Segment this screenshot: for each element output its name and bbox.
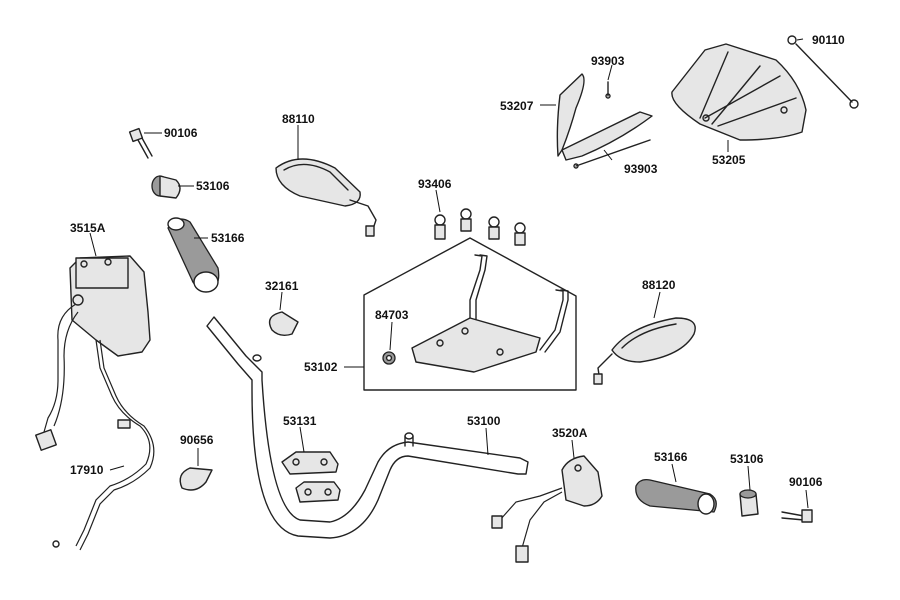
label-53166-left: 53166 xyxy=(211,231,245,245)
label-53207: 53207 xyxy=(500,99,534,113)
label-90106-right: 90106 xyxy=(789,475,823,489)
bracket-assembly-box xyxy=(363,237,577,391)
label-88120: 88120 xyxy=(642,278,676,292)
label-32161: 32161 xyxy=(265,279,299,293)
mirror-left-88110 xyxy=(275,158,377,237)
label-93406: 93406 xyxy=(418,177,452,191)
label-53131: 53131 xyxy=(283,414,317,428)
label-84703: 84703 xyxy=(375,308,409,322)
bar-end-53106-right xyxy=(739,489,759,517)
leader-lines xyxy=(89,38,809,509)
label-93903-top: 93903 xyxy=(591,54,625,68)
label-53106-right: 53106 xyxy=(730,452,764,466)
part-labels: 90110 93903 53207 93903 53205 90106 8811… xyxy=(70,33,845,489)
windscreen-53205 xyxy=(671,43,807,141)
handlebar-part xyxy=(206,316,529,539)
label-90106-left: 90106 xyxy=(164,126,198,140)
clamp-90656 xyxy=(179,467,213,491)
grip-53166-right xyxy=(635,478,717,515)
bolt-set-93406 xyxy=(434,208,526,246)
label-3520A: 3520A xyxy=(552,426,588,440)
label-53166-right: 53166 xyxy=(654,450,688,464)
label-93903-bottom: 93903 xyxy=(624,162,658,176)
cowl-53207 xyxy=(556,73,653,169)
label-3515A: 3515A xyxy=(70,221,106,235)
label-90656: 90656 xyxy=(180,433,214,447)
bolt-90106-right xyxy=(781,509,813,523)
grip-53166-left xyxy=(167,217,220,293)
label-53102: 53102 xyxy=(304,360,338,374)
switch-3520A xyxy=(491,455,603,563)
label-90110: 90110 xyxy=(812,33,845,47)
label-53106-left: 53106 xyxy=(196,179,230,193)
label-17910: 17910 xyxy=(70,463,104,477)
label-53205: 53205 xyxy=(712,153,746,167)
clamp-32161 xyxy=(268,311,299,337)
screws-small xyxy=(605,35,859,109)
mirror-right-88120 xyxy=(593,317,696,385)
label-88110: 88110 xyxy=(282,112,315,126)
label-53100: 53100 xyxy=(467,414,501,428)
bolt-90106-left xyxy=(128,127,153,159)
master-cylinder-3515A xyxy=(35,255,155,551)
bar-end-53106-left xyxy=(151,175,181,199)
holder-53131 xyxy=(281,451,341,503)
